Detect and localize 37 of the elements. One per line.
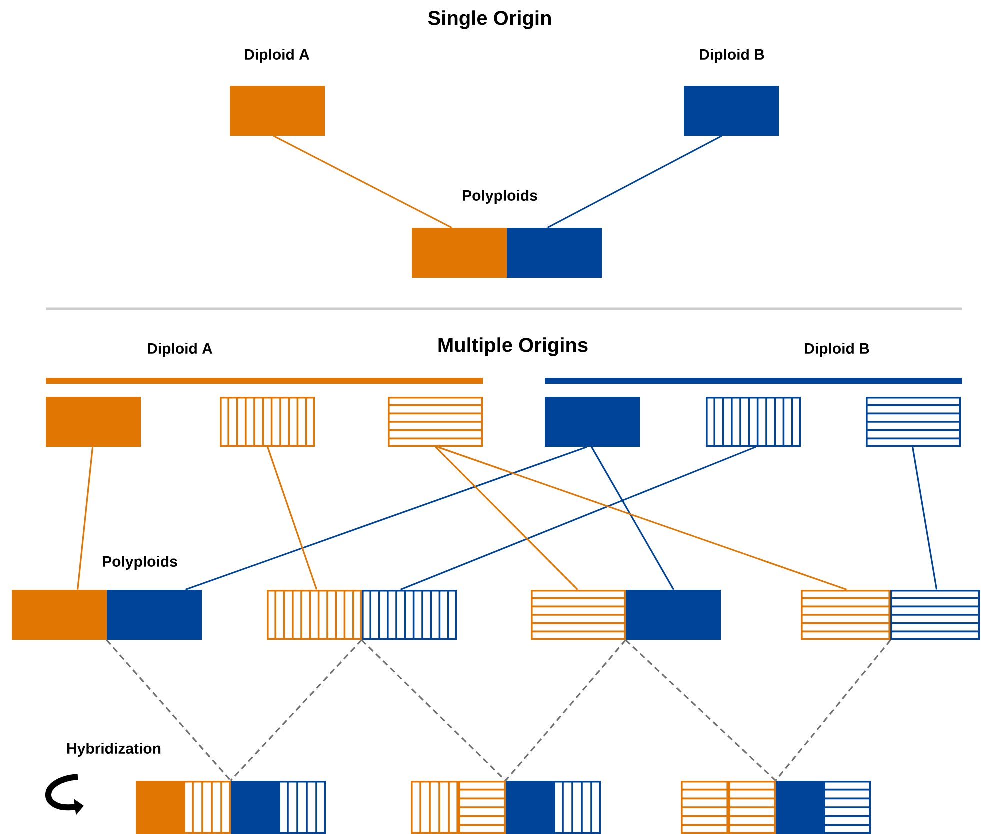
chromosome-box <box>706 397 802 447</box>
chromosome-box <box>136 781 326 834</box>
connector-line <box>186 446 588 591</box>
heading: Polyploids <box>463 190 538 204</box>
chromosome-box <box>46 397 141 447</box>
chromosome-box <box>545 397 640 447</box>
chromosome-box <box>411 781 601 834</box>
connector-line <box>625 640 776 782</box>
heading: Diploid A <box>148 343 212 357</box>
connector-line <box>230 640 362 782</box>
connector-line <box>547 135 722 228</box>
chromosome-box <box>866 397 962 447</box>
connector-line <box>361 640 506 782</box>
connector-line <box>400 446 756 591</box>
heading: Diploid B <box>700 49 764 63</box>
heading: Diploid B <box>805 343 870 357</box>
connector-line <box>438 446 848 591</box>
chromosome-box <box>681 781 872 834</box>
label: Multiple Origins <box>438 338 588 356</box>
chromosome-box <box>531 590 722 640</box>
connector-line <box>77 447 94 590</box>
connector-line <box>775 640 892 782</box>
connector-line <box>505 640 626 782</box>
connector-line <box>106 640 232 782</box>
connector-line <box>591 446 674 590</box>
chromosome-box <box>801 590 980 640</box>
connector-line <box>267 446 318 590</box>
title: Single Origin <box>428 10 551 30</box>
chromosome-box <box>267 590 457 640</box>
heading: Polyploids <box>103 556 178 570</box>
connector-line <box>912 447 938 590</box>
heading: Diploid A <box>245 49 310 63</box>
connector-line <box>273 135 452 228</box>
connector-line <box>435 446 578 590</box>
label: Hybridization <box>68 743 161 757</box>
chromosome-box <box>388 397 483 447</box>
chromosome-box <box>220 397 315 447</box>
